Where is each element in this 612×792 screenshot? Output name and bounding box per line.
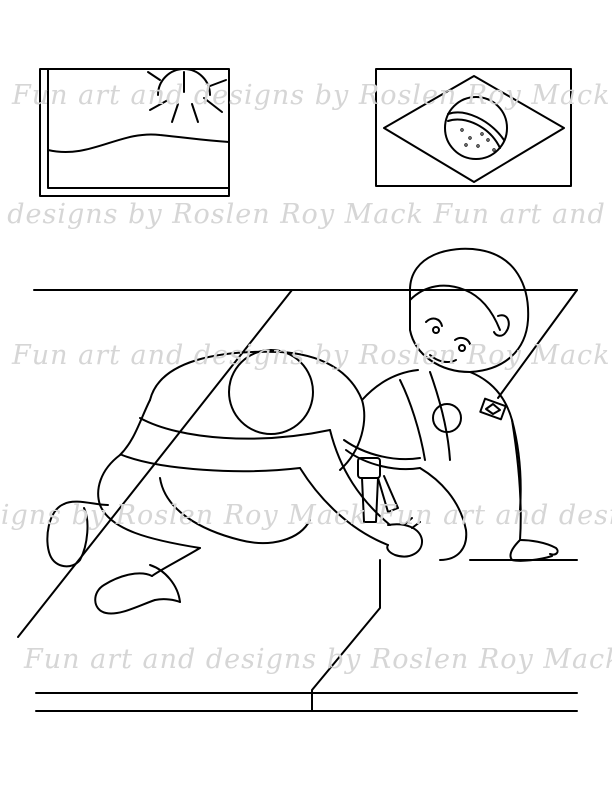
right-foot-icon: [95, 573, 155, 613]
wrestler-top: [47, 350, 422, 614]
wrestler-bottom: [344, 249, 558, 561]
round-back-patch-icon: [229, 350, 313, 434]
brazil-flag-icon: [376, 69, 571, 186]
belt-knot-icon: [344, 440, 420, 522]
chest-patch-icon: [433, 404, 461, 432]
boy-head: [410, 249, 528, 372]
flag-sleeve-patch-icon: [480, 399, 505, 420]
sunset-landscape-poster-icon: [40, 69, 229, 196]
left-foot-icon: [47, 504, 87, 566]
floor-mat-lines: [18, 290, 577, 711]
